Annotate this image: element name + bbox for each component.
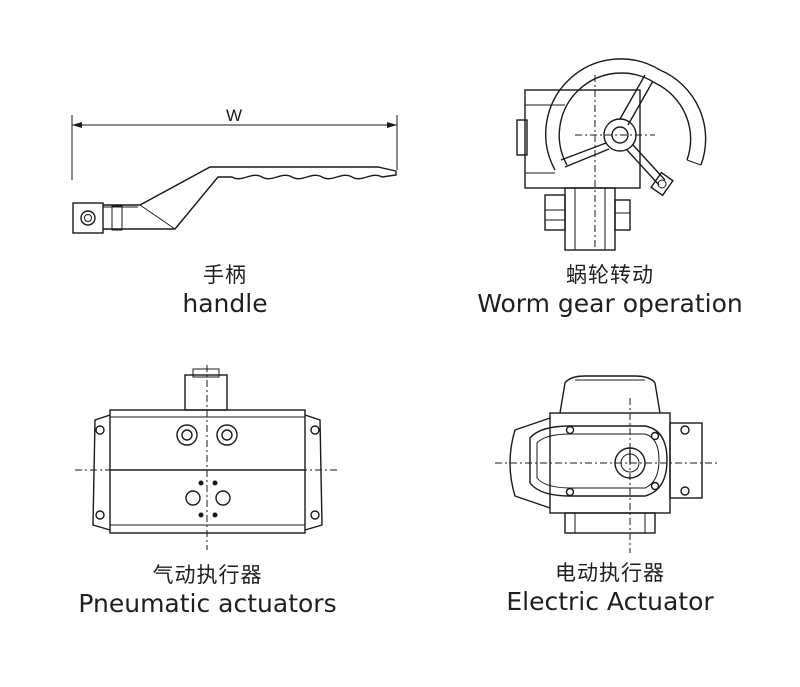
caption-pneumatic-en: Pneumatic actuators xyxy=(78,589,337,619)
electric-actuator-icon xyxy=(495,375,720,553)
worm-gear-drawing xyxy=(505,55,715,255)
caption-handle-zh: 手柄 xyxy=(203,263,247,287)
worm-gear-icon xyxy=(516,58,707,251)
handle-lever-icon: W xyxy=(71,106,398,234)
pneumatic-actuator-icon xyxy=(75,365,340,550)
caption-worm-gear-en: Worm gear operation xyxy=(477,289,743,319)
caption-worm-gear: 蜗轮转动 Worm gear operation xyxy=(455,262,765,320)
handle-drawing: W xyxy=(60,95,410,245)
caption-electric-en: Electric Actuator xyxy=(506,587,714,617)
pneumatic-actuator-drawing xyxy=(75,365,340,550)
caption-handle-en: handle xyxy=(182,289,268,319)
electric-actuator-drawing xyxy=(495,368,720,553)
caption-electric: 电动执行器 Electric Actuator xyxy=(455,560,765,618)
caption-handle: 手柄 handle xyxy=(90,262,360,320)
caption-pneumatic: 气动执行器 Pneumatic actuators xyxy=(55,562,360,620)
caption-worm-gear-zh: 蜗轮转动 xyxy=(566,263,654,287)
caption-electric-zh: 电动执行器 xyxy=(555,561,665,585)
dimension-label: W xyxy=(226,106,242,125)
caption-pneumatic-zh: 气动执行器 xyxy=(152,563,263,587)
